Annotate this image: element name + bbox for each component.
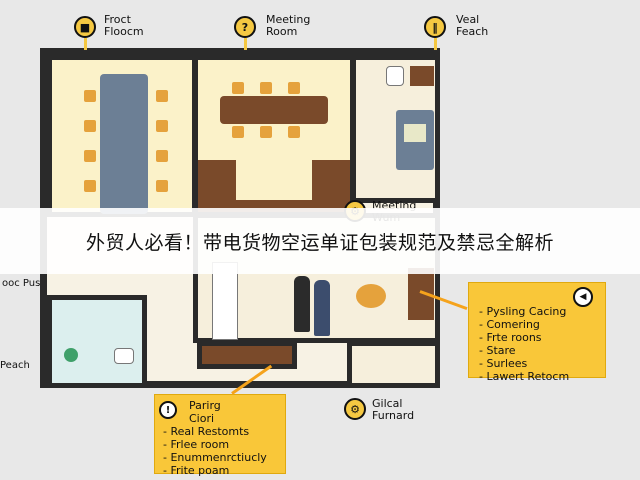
chair xyxy=(84,180,96,192)
callout-bottom-list: Real Restomts Frlee room Enummenrctiucly… xyxy=(163,425,279,477)
leader-line xyxy=(434,38,437,50)
callout-bottom: ! Parirg Ciori Real Restomts Frlee room … xyxy=(154,394,286,477)
callout-bottom-title: Parirg Ciori xyxy=(189,399,221,425)
chair xyxy=(156,90,168,102)
list-item: Frte roons xyxy=(479,331,597,344)
chair xyxy=(156,150,168,162)
chair xyxy=(84,90,96,102)
sink xyxy=(114,348,134,364)
chair xyxy=(232,126,244,138)
list-item: Real Restomts xyxy=(163,425,279,438)
list-item: Stare xyxy=(479,344,597,357)
list-item: Comering xyxy=(479,318,597,331)
stair-landing xyxy=(236,160,312,200)
person-figure xyxy=(314,280,330,336)
question-icon: ? xyxy=(234,16,256,38)
callout-right: ◀ Pysling Cacing Comering Frte roons Sta… xyxy=(468,282,606,383)
chair xyxy=(232,82,244,94)
camera-icon: ◀ xyxy=(573,287,593,307)
conference-table xyxy=(100,74,148,214)
meal-room xyxy=(351,55,440,203)
kitchen-unit xyxy=(212,262,238,340)
chair xyxy=(84,120,96,132)
label-left-low: Peach xyxy=(0,360,30,371)
title-banner: 外贸人必看！带电货物空运单证包装规范及禁忌全解析 xyxy=(0,208,640,274)
chair xyxy=(156,120,168,132)
label-front-room: Froct Floocm xyxy=(104,13,144,38)
toilet xyxy=(386,66,404,86)
label-gilcal: Gilcal Furnard xyxy=(372,397,415,422)
chair xyxy=(260,82,272,94)
bathroom xyxy=(47,295,147,388)
callout-right-list: Pysling Cacing Comering Frte roons Stare… xyxy=(479,305,597,383)
meeting-table xyxy=(220,96,328,124)
meeting-room xyxy=(193,55,355,217)
label-meeting-room: Meeting Room xyxy=(266,13,311,38)
storage xyxy=(197,341,297,369)
pillow xyxy=(404,124,426,142)
video-icon: ■ xyxy=(74,16,96,38)
list-item: Surlees xyxy=(479,357,597,370)
leader-line xyxy=(244,38,247,50)
list-item: Frite poam xyxy=(163,464,279,477)
utensils-icon: ‖ xyxy=(424,16,446,38)
plant xyxy=(64,348,78,362)
person-figure xyxy=(294,276,310,332)
label-left-mid: ooc Pus xyxy=(2,278,41,289)
list-item: Pysling Cacing xyxy=(479,305,597,318)
leader-line xyxy=(84,38,87,50)
label-meal-reach: Veal Feach xyxy=(456,13,489,38)
closet xyxy=(347,341,440,388)
list-item: Frlee room xyxy=(163,438,279,451)
chair xyxy=(84,150,96,162)
banner-text: 外贸人必看！带电货物空运单证包装规范及禁忌全解析 xyxy=(85,231,554,254)
settings-icon: ⚙ xyxy=(344,398,366,420)
front-room xyxy=(47,55,197,217)
cabinet xyxy=(410,66,434,86)
chair xyxy=(260,126,272,138)
info-icon: ! xyxy=(159,401,177,419)
chair xyxy=(288,126,300,138)
chair xyxy=(288,82,300,94)
list-item: Lawert Retocm xyxy=(479,370,597,383)
round-table xyxy=(356,284,386,308)
chair xyxy=(156,180,168,192)
list-item: Enummenrctiucly xyxy=(163,451,279,464)
